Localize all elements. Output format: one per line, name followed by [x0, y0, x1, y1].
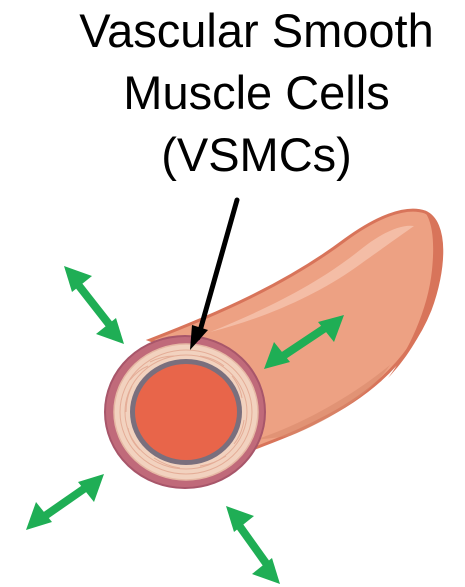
arrow-bottom-right: [226, 506, 280, 584]
arrow-top-left: [64, 266, 124, 344]
arrow-bottom-left: [26, 474, 104, 530]
lumen: [135, 364, 237, 460]
